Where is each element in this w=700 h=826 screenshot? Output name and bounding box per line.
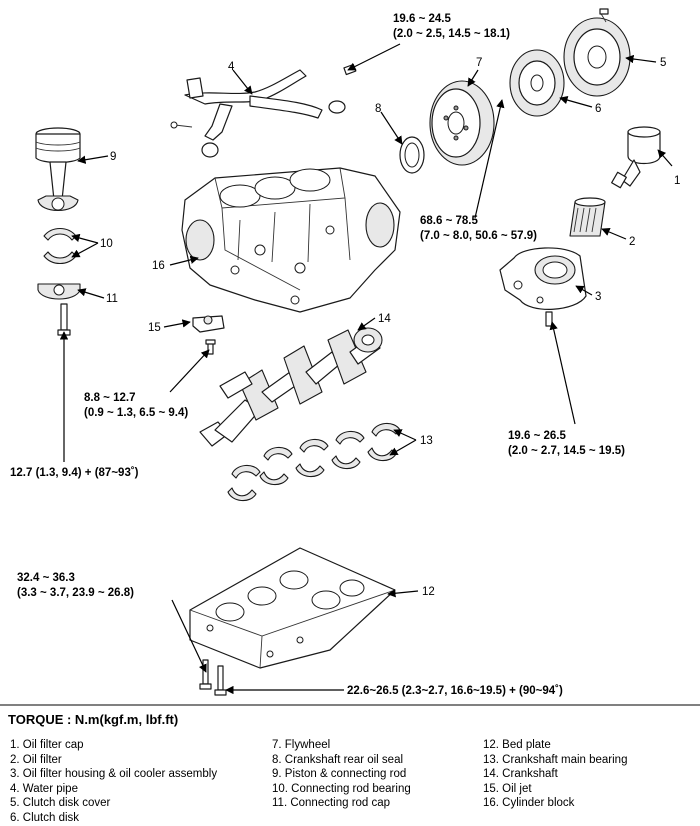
oil-filter-drawing — [569, 197, 606, 237]
flywheel-drawing — [429, 80, 495, 166]
torque-oil-filter-housing-1: 19.6 ~ 26.5 — [508, 430, 566, 442]
callout-12: 12 — [422, 586, 435, 598]
parts-legend: 1. Oil filter cap 2. Oil filter 3. Oil f… — [0, 738, 700, 824]
bed-plate-bolt-drawing — [199, 659, 227, 696]
callout-1: 1 — [674, 175, 680, 187]
piston-connecting-rod-drawing — [35, 127, 81, 211]
cylinder-block-drawing — [181, 167, 401, 313]
callout-9: 9 — [110, 151, 116, 163]
exploded-engine-diagram: 1 2 3 4 5 6 7 8 9 10 11 12 13 14 15 16 1… — [0, 8, 700, 706]
legend-column-3: 12. Bed plate 13. Crankshaft main bearin… — [483, 738, 627, 811]
legend-item: 15. Oil jet — [483, 782, 532, 795]
legend-item: 16. Cylinder block — [483, 797, 575, 810]
callout-8: 8 — [375, 103, 381, 115]
torque-units-heading: TORQUE : N.m(kgf.m, lbf.ft) — [8, 712, 179, 727]
leader-lines — [59, 43, 673, 695]
legend-column-2: 7. Flywheel 8. Crankshaft rear oil seal … — [272, 738, 411, 811]
callout-5: 5 — [660, 57, 666, 69]
callout-13: 13 — [420, 435, 433, 447]
legend-item: 8. Crankshaft rear oil seal — [272, 753, 404, 766]
clutch-disk-cover-drawing — [563, 8, 631, 97]
legend-item: 4. Water pipe — [10, 782, 78, 795]
oil-filter-housing-drawing — [499, 247, 587, 327]
torque-main-bearing-cap: 22.6~26.5 (2.3~2.7, 16.6~19.5) + (90~94˚… — [347, 685, 563, 697]
callout-15: 15 — [148, 322, 161, 334]
callout-11: 11 — [106, 293, 118, 305]
clutch-disk-drawing — [509, 49, 565, 117]
torque-clutch-cover-2: (2.0 ~ 2.5, 14.5 ~ 18.1) — [393, 28, 510, 40]
legend-item: 3. Oil filter housing & oil cooler assem… — [10, 768, 218, 781]
legend-item: 10. Connecting rod bearing — [272, 782, 411, 795]
legend-item: 9. Piston & connecting rod — [272, 768, 407, 781]
callout-numbers: 1 2 3 4 5 6 7 8 9 10 11 12 13 14 15 16 — [100, 57, 680, 598]
legend-item: 6. Clutch disk — [10, 811, 80, 824]
legend-item: 12. Bed plate — [483, 739, 551, 751]
oil-jet-drawing — [192, 315, 225, 355]
conrod-bolt-drawing — [57, 303, 71, 336]
torque-labels: 19.6 ~ 24.5 (2.0 ~ 2.5, 14.5 ~ 18.1) 68.… — [10, 13, 625, 697]
legend-item: 1. Oil filter cap — [10, 739, 84, 751]
connecting-rod-cap-drawing — [37, 283, 81, 300]
torque-bed-plate-2: (3.3 ~ 3.7, 23.9 ~ 26.8) — [17, 587, 134, 599]
torque-oil-jet-2: (0.9 ~ 1.3, 6.5 ~ 9.4) — [84, 407, 188, 419]
bed-plate-drawing — [189, 547, 396, 669]
legend-item: 14. Crankshaft — [483, 768, 558, 781]
legend-item: 13. Crankshaft main bearing — [483, 753, 628, 766]
torque-flywheel-2: (7.0 ~ 8.0, 50.6 ~ 57.9) — [420, 230, 537, 242]
legend-item: 11. Connecting rod cap — [272, 797, 391, 810]
callout-6: 6 — [595, 103, 601, 115]
water-pipe-drawing — [170, 63, 357, 158]
callout-2: 2 — [629, 236, 635, 248]
torque-oil-filter-housing-2: (2.0 ~ 2.7, 14.5 ~ 19.5) — [508, 445, 625, 457]
oil-filter-cap-drawing — [611, 126, 661, 189]
callout-7: 7 — [476, 57, 482, 69]
torque-bed-plate-1: 32.4 ~ 36.3 — [17, 572, 75, 584]
crankshaft-drawing — [199, 327, 383, 447]
legend-item: 5. Clutch disk cover — [10, 797, 111, 810]
callout-4: 4 — [228, 61, 235, 73]
rear-oil-seal-drawing — [399, 136, 425, 174]
callout-14: 14 — [378, 313, 391, 325]
torque-flywheel-1: 68.6 ~ 78.5 — [420, 215, 478, 227]
callout-3: 3 — [595, 291, 601, 303]
callout-16: 16 — [152, 260, 165, 272]
legend-column-1: 1. Oil filter cap 2. Oil filter 3. Oil f… — [10, 738, 217, 826]
torque-clutch-cover-1: 19.6 ~ 24.5 — [393, 13, 451, 25]
legend-item: 2. Oil filter — [10, 753, 62, 766]
callout-10: 10 — [100, 238, 113, 250]
torque-conrod-cap: 12.7 (1.3, 9.4) + (87~93˚) — [10, 467, 139, 479]
torque-oil-jet-1: 8.8 ~ 12.7 — [84, 392, 135, 404]
main-bearing-drawing — [227, 422, 401, 502]
legend-item: 7. Flywheel — [272, 739, 331, 751]
connecting-rod-bearing-drawing — [43, 227, 77, 265]
